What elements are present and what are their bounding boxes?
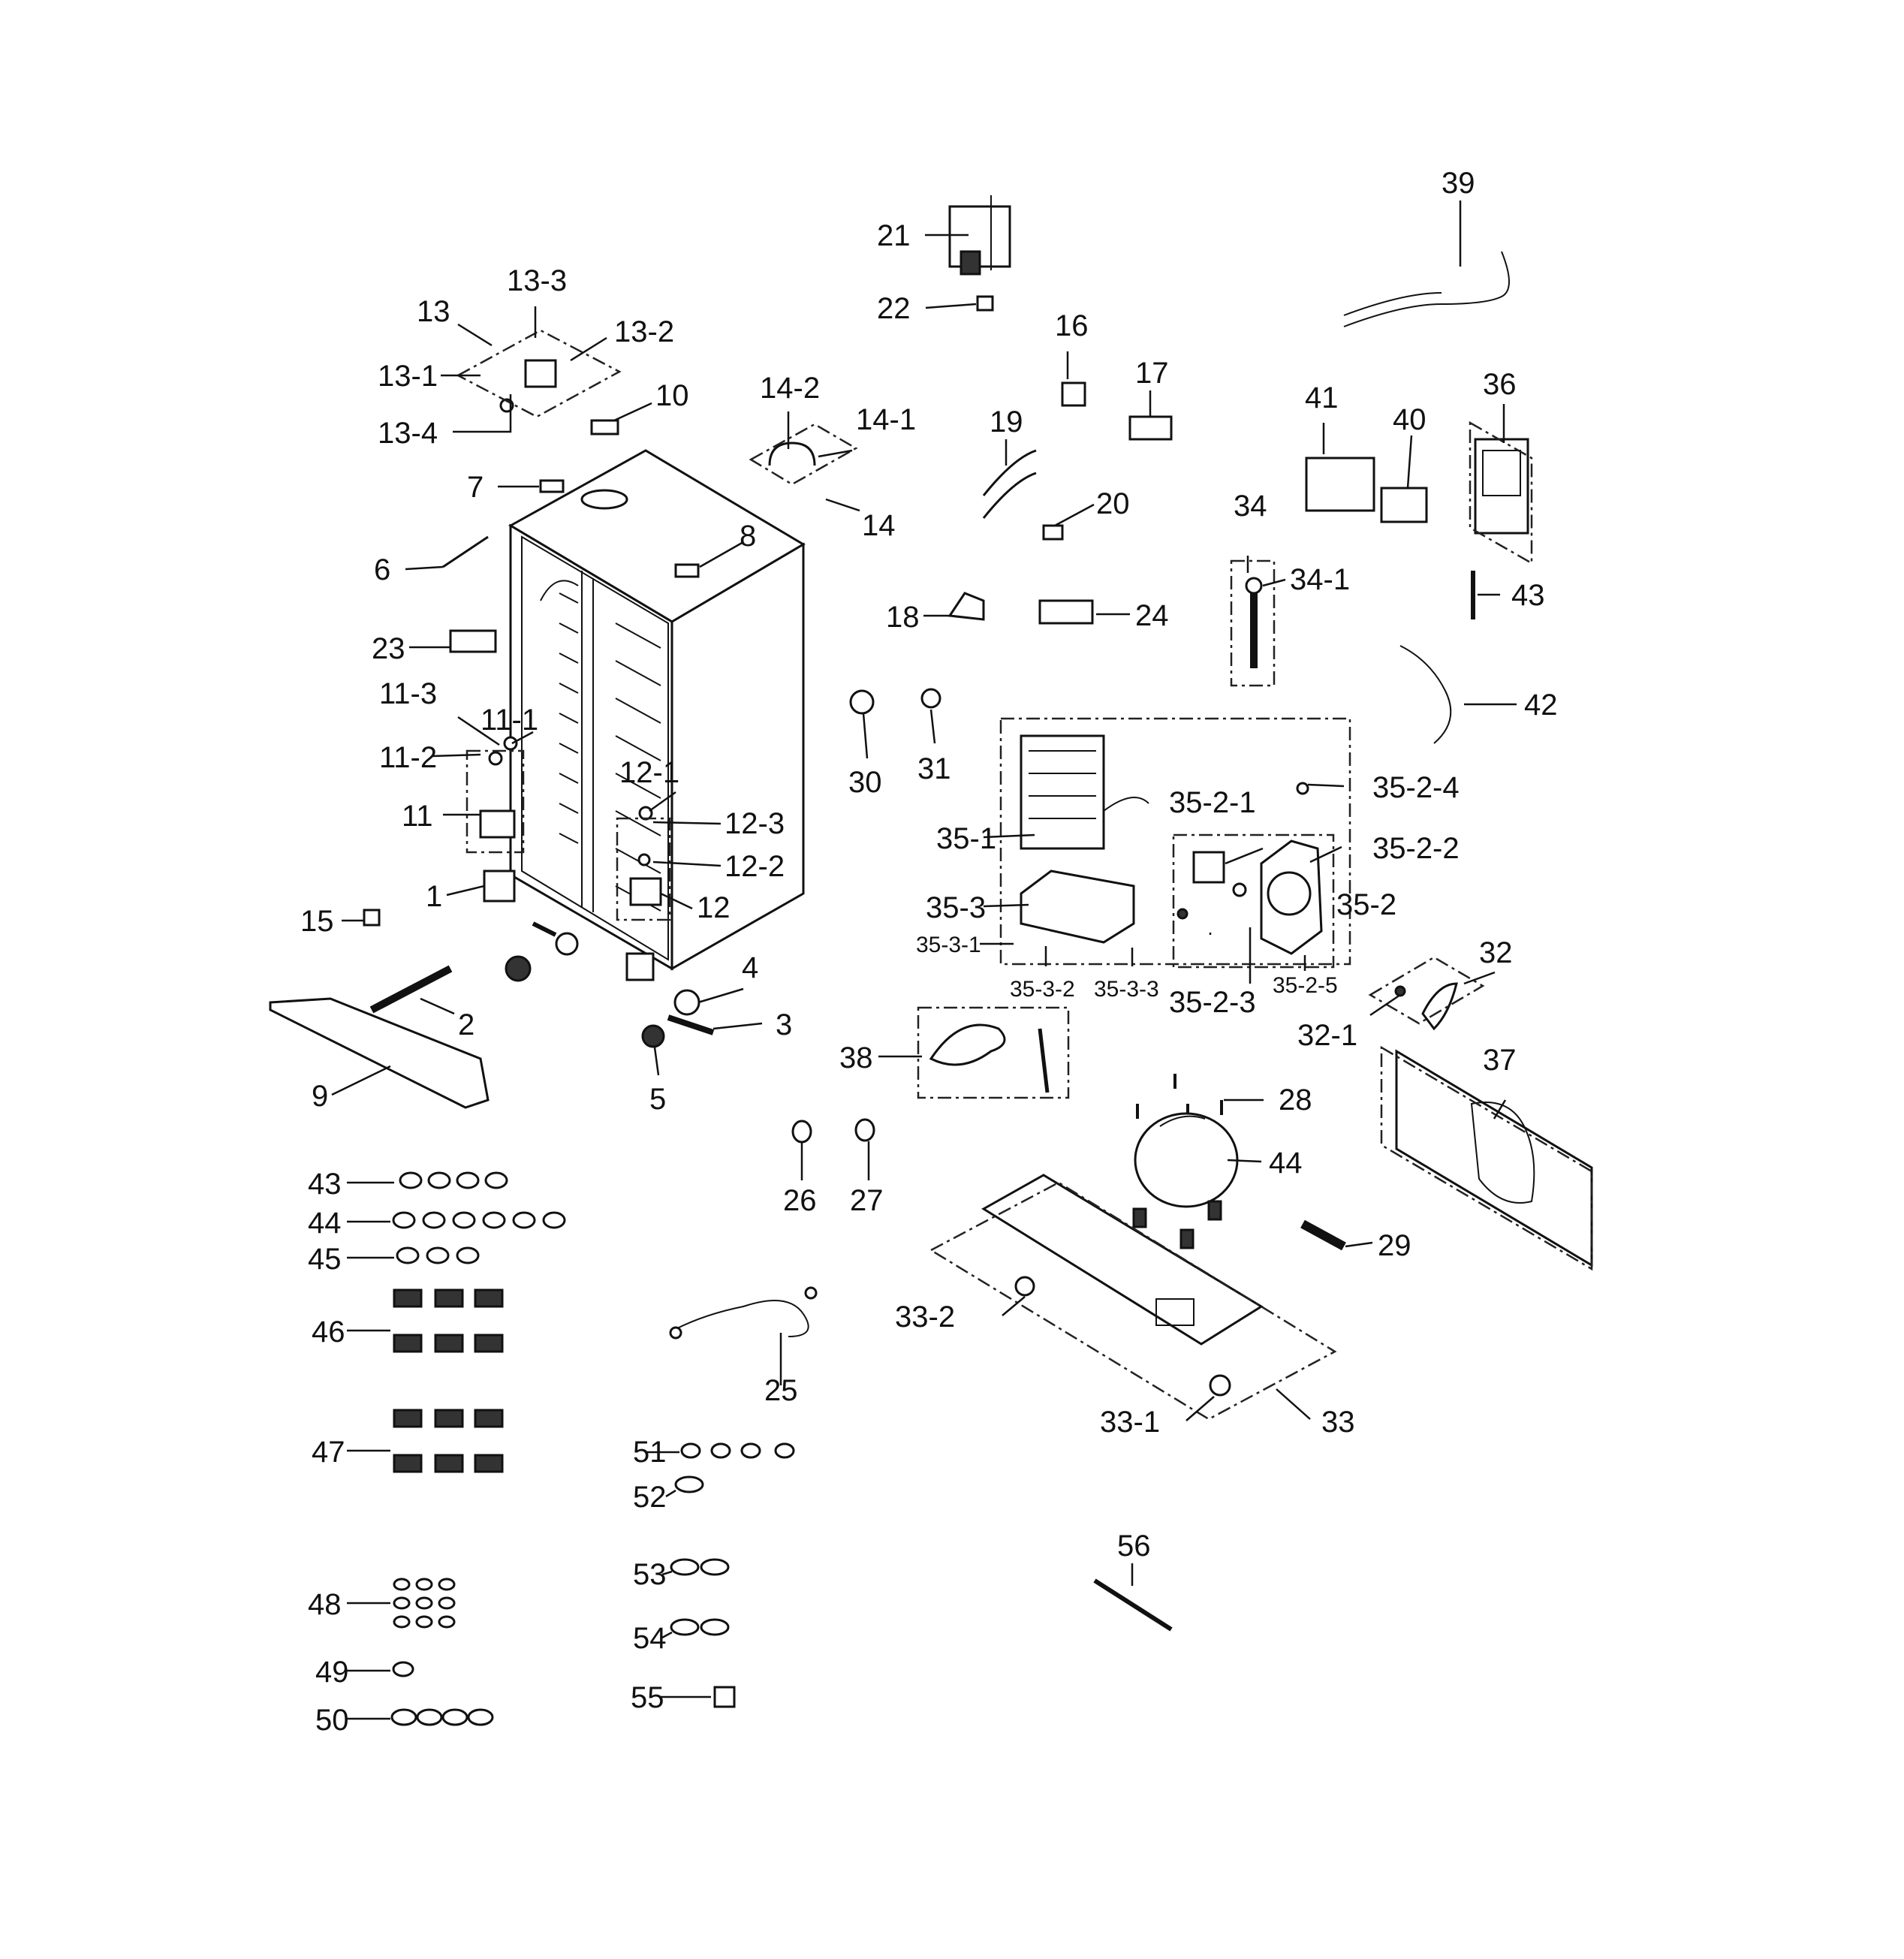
label-10: 10 [655,379,689,412]
label-33-1: 33-1 [1100,1406,1160,1439]
label-35-2-1: 35-2-1 [1169,786,1256,819]
label-13-4: 13-4 [378,417,438,450]
label-16: 16 [1055,309,1089,342]
label-49: 49 [315,1656,349,1689]
label-14-1: 14-1 [856,403,916,436]
label-17: 17 [1135,357,1169,390]
group-outlines [456,329,1593,1421]
label-56: 56 [1117,1530,1151,1563]
label-36: 36 [1483,368,1517,401]
label-35-3-2: 35-3-2 [1010,977,1075,1002]
label-11-1: 11-1 [481,704,538,737]
label-11-3: 11-3 [379,677,437,710]
label-24: 24 [1135,599,1169,632]
leader-lines [331,200,1517,1720]
label-47: 47 [312,1436,345,1469]
label-52: 52 [633,1481,667,1514]
label-51: 51 [633,1436,667,1469]
label-35-2-2: 35-2-2 [1372,832,1460,865]
label-2: 2 [458,1008,474,1041]
label-23: 23 [372,632,405,665]
label-14-2: 14-2 [760,372,820,405]
label-54: 54 [633,1622,667,1655]
label-39: 39 [1442,167,1475,200]
label-8: 8 [740,520,756,553]
label-35-1: 35-1 [936,822,996,855]
label-5: 5 [649,1083,666,1116]
label-12-3: 12-3 [725,807,785,840]
label-21: 21 [877,219,911,252]
label-43-top: 43 [1511,579,1545,612]
label-44-bottom: 44 [308,1207,342,1240]
label-25: 25 [764,1374,798,1407]
label-35-2-3: 35-2-3 [1169,986,1256,1019]
label-35-2-4: 35-2-4 [1372,771,1460,804]
label-13-3: 13-3 [507,264,567,297]
label-32: 32 [1479,936,1513,969]
label-55: 55 [631,1681,664,1714]
label-11: 11 [402,800,433,833]
label-12-2: 12-2 [725,850,785,883]
label-22: 22 [877,292,911,325]
label-13: 13 [417,295,450,328]
label-33-2: 33-2 [895,1300,955,1334]
label-31: 31 [917,752,951,785]
label-26: 26 [783,1184,817,1217]
label-20: 20 [1096,487,1130,520]
label-35-3: 35-3 [926,891,986,924]
label-42: 42 [1524,689,1558,722]
label-38: 38 [839,1041,873,1074]
label-46: 46 [312,1316,345,1349]
label-1: 1 [426,880,442,913]
label-35-2-5: 35-2-5 [1273,973,1338,998]
label-28: 28 [1279,1083,1312,1117]
label-35-3-3: 35-3-3 [1094,977,1159,1002]
label-35-3-1: 35-3-1 [916,933,981,957]
label-53: 53 [633,1558,667,1591]
label-7: 7 [467,471,484,504]
label-34: 34 [1234,490,1267,523]
part-icons [269,195,1593,1726]
label-9: 9 [312,1080,328,1113]
label-41: 41 [1305,381,1339,414]
label-11-2: 11-2 [379,741,437,774]
label-27: 27 [850,1184,884,1217]
label-50: 50 [315,1704,349,1737]
label-12: 12 [697,891,731,924]
label-15: 15 [300,905,334,938]
label-34-1: 34-1 [1290,563,1350,596]
part-labels: 21 22 39 13 13-3 13-2 13-1 13-4 10 14-2 … [300,167,1558,1737]
label-13-1: 13-1 [378,360,438,393]
label-6: 6 [374,553,390,586]
label-30: 30 [848,766,882,799]
label-43-bottom: 43 [308,1168,342,1201]
label-33: 33 [1321,1406,1355,1439]
label-3: 3 [776,1008,792,1041]
label-14: 14 [862,509,896,542]
label-44-right: 44 [1269,1147,1303,1180]
label-19: 19 [990,405,1023,439]
label-18: 18 [886,601,920,634]
label-13-2: 13-2 [614,315,674,348]
label-40: 40 [1393,403,1426,436]
label-35-2: 35-2 [1336,888,1396,921]
label-45: 45 [308,1243,342,1276]
cabinet-body [508,449,806,971]
label-29: 29 [1378,1229,1411,1262]
label-4: 4 [742,951,758,984]
label-37: 37 [1483,1044,1517,1077]
label-48: 48 [308,1588,342,1621]
label-32-1: 32-1 [1297,1019,1357,1052]
label-12-1: 12-1 [619,756,679,789]
